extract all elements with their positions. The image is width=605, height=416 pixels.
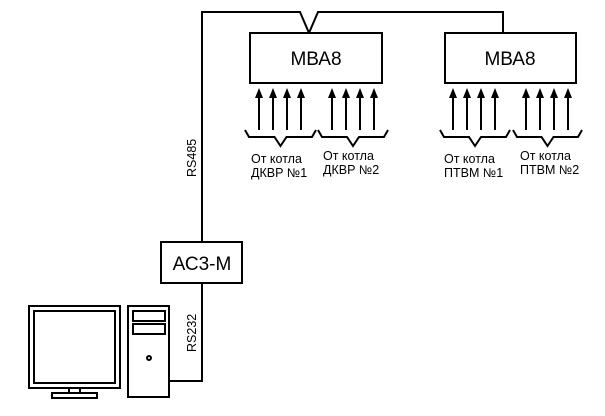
arrow-up-icon — [356, 88, 364, 98]
arrow-up-icon — [255, 88, 263, 98]
converter-label: АС3-М — [173, 254, 232, 275]
rs485-label: RS485 — [185, 139, 199, 177]
arrow-up-icon — [283, 88, 291, 98]
source-label-line1: От котла — [251, 152, 302, 166]
arrow-up-icon — [463, 88, 471, 98]
rs232-label: RS232 — [185, 314, 199, 352]
input-arrows — [255, 88, 572, 130]
source-label-1: От котла ДКВР №1 — [251, 152, 307, 180]
arrow-up-icon — [522, 88, 530, 98]
pc-tower-icon — [127, 305, 170, 398]
source-label-line1: От котла — [444, 152, 495, 166]
drive-bay-2 — [132, 323, 166, 335]
converter-box — [160, 241, 243, 284]
arrow-up-icon — [491, 88, 499, 98]
arrow-up-icon — [342, 88, 350, 98]
rs232-line — [169, 283, 203, 382]
source-label-4: От котла ПТВМ №2 — [520, 149, 579, 177]
arrow-up-icon — [269, 88, 277, 98]
brace — [317, 129, 389, 148]
module-label: МВА8 — [290, 49, 341, 70]
arrow-up-icon — [328, 88, 336, 98]
module-box — [249, 32, 383, 84]
power-button-icon — [146, 355, 152, 361]
source-label-line2: ДКВР №2 — [323, 163, 379, 177]
module-box — [444, 32, 577, 84]
converter: АС3-М — [160, 241, 243, 284]
source-label-3: От котла ПТВМ №1 — [444, 152, 503, 180]
arrow-up-icon — [550, 88, 558, 98]
brace — [244, 129, 317, 148]
arrow-up-icon — [370, 88, 378, 98]
arrow-up-icon — [536, 88, 544, 98]
brace — [512, 129, 583, 148]
arrow-up-icon — [449, 88, 457, 98]
module-2: МВА8 — [444, 32, 577, 84]
arrow-up-icon — [477, 88, 485, 98]
module-1: МВА8 — [249, 32, 383, 84]
brace — [439, 129, 511, 148]
source-label-line2: ПТВМ №2 — [520, 163, 579, 177]
source-label-2: От котла ДКВР №2 — [323, 149, 379, 177]
arrow-up-icon — [564, 88, 572, 98]
drive-bay-1 — [132, 310, 166, 322]
module-label: МВА8 — [484, 49, 535, 70]
input-braces — [244, 129, 583, 148]
source-label-line2: ДКВР №1 — [251, 166, 307, 180]
arrow-up-icon — [297, 88, 305, 98]
monitor-icon — [28, 305, 121, 399]
source-label-line1: От котла — [520, 149, 571, 163]
source-label-line1: От котла — [323, 149, 374, 163]
source-label-line2: ПТВМ №1 — [444, 166, 503, 180]
